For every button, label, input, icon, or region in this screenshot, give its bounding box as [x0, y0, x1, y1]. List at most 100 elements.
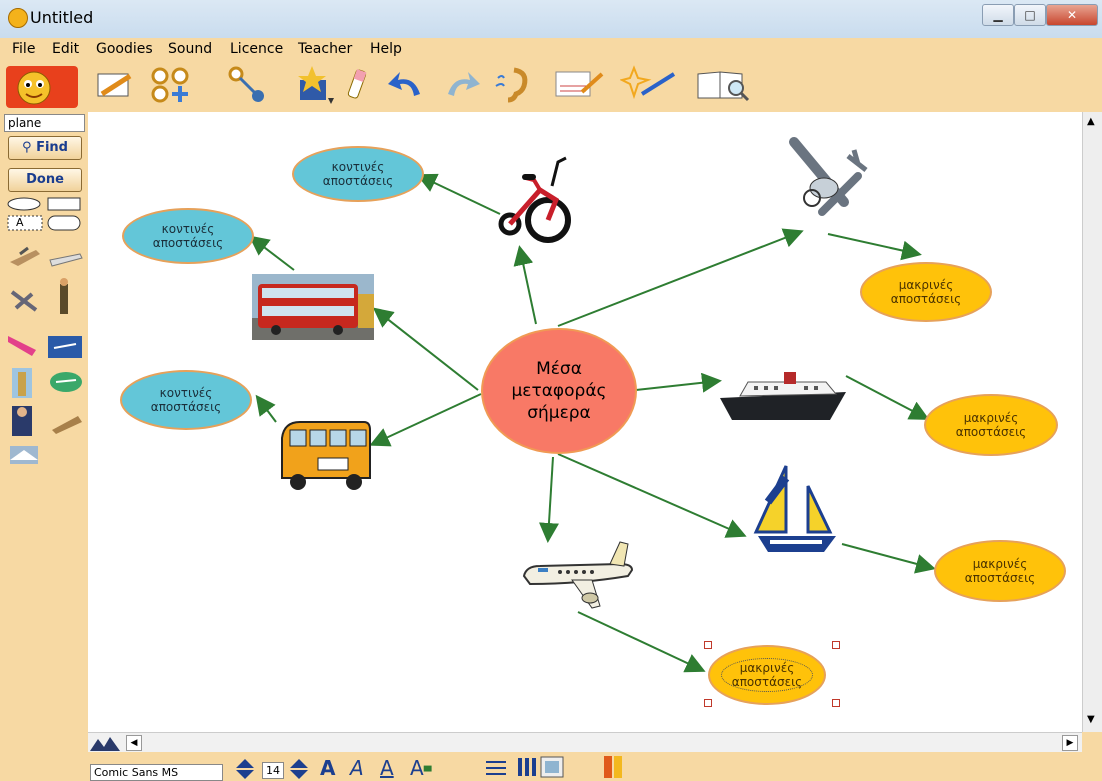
- symbols-box-icon[interactable]: [292, 64, 336, 106]
- grid-view-icon[interactable]: [540, 756, 564, 778]
- handle-bottom-right[interactable]: [832, 699, 840, 707]
- selection-handles[interactable]: [704, 641, 840, 707]
- school-bus-image[interactable]: [278, 418, 374, 492]
- far-distance-node-4[interactable]: μακρινές αποστάσεις: [708, 645, 826, 705]
- propeller-plane-image[interactable]: [788, 136, 872, 232]
- link-center-ship: [635, 372, 722, 393]
- thumb-jet-photo-icon: [48, 336, 82, 358]
- undo-icon[interactable]: [384, 64, 428, 106]
- sailboat-image[interactable]: [750, 462, 840, 554]
- menu-sound[interactable]: Sound: [168, 41, 213, 57]
- thumb-tower-icon: [12, 368, 32, 398]
- add-node-icon[interactable]: [148, 64, 192, 106]
- toolbar: [0, 60, 1102, 113]
- handle-bottom-left[interactable]: [704, 699, 712, 707]
- near-distance-node-2[interactable]: κοντινές αποστάσεις: [122, 208, 254, 264]
- shape-palette[interactable]: [6, 196, 84, 232]
- close-button[interactable]: ✕: [1046, 4, 1098, 26]
- scroll-left-icon[interactable]: ◀: [126, 735, 142, 751]
- link-ship-far: [845, 375, 930, 420]
- link-propplane-far: [827, 233, 922, 261]
- link-sailboat-far: [841, 543, 936, 574]
- link-center-propplane: [557, 228, 804, 327]
- scroll-right-icon[interactable]: ▶: [1062, 735, 1078, 751]
- thumb-plane-3-icon: [10, 290, 38, 312]
- central-topic-node[interactable]: Μέσα μεταφοράς σήμερα: [481, 328, 637, 454]
- cruise-ship-image[interactable]: [718, 368, 848, 424]
- text-color-icon[interactable]: A▀: [410, 756, 432, 780]
- link-center-sailboat: [557, 453, 747, 538]
- draw-pencil-icon[interactable]: [92, 64, 136, 106]
- maximize-button[interactable]: □: [1014, 4, 1046, 26]
- double-decker-bus-photo[interactable]: [252, 274, 374, 340]
- near-distance-node-3[interactable]: κοντινές αποστάσεις: [120, 370, 252, 430]
- symbol-search-input[interactable]: plane: [4, 114, 85, 132]
- magnifier-icon: ⚲: [22, 140, 32, 155]
- link-center-tricycle: [513, 245, 537, 325]
- window-title: Untitled: [30, 8, 94, 27]
- thumb-plane-1-icon: [10, 246, 40, 266]
- text-shape-label: A: [16, 216, 24, 229]
- link-center-schoolbus: [369, 393, 482, 447]
- link-center-bus: [372, 307, 479, 391]
- font-size-field[interactable]: 14: [262, 762, 284, 779]
- symbol-thumbnails[interactable]: [6, 240, 86, 470]
- mascot-icon[interactable]: [4, 64, 80, 108]
- handle-top-right[interactable]: [832, 641, 840, 649]
- color-swatch-icon[interactable]: [602, 754, 626, 780]
- menu-goodies[interactable]: Goodies: [96, 41, 153, 57]
- menu-file[interactable]: File: [12, 41, 36, 57]
- eraser-icon[interactable]: [344, 64, 374, 106]
- done-button[interactable]: Done: [8, 168, 82, 192]
- thumb-plane-2-icon: [49, 253, 83, 267]
- font-name-field[interactable]: Comic Sans MS: [90, 764, 223, 781]
- thumb-wing-icon: [8, 336, 36, 356]
- app-icon: [8, 8, 28, 28]
- magic-wand-icon[interactable]: [619, 64, 678, 106]
- menu-help[interactable]: Help: [370, 41, 402, 57]
- thumb-person-icon: [60, 278, 68, 314]
- far-distance-node-1[interactable]: μακρινές αποστάσεις: [860, 262, 992, 322]
- horizontal-scrollbar[interactable]: ◀ ▶: [88, 732, 1082, 753]
- find-button[interactable]: ⚲ Find: [8, 136, 82, 160]
- scroll-down-icon[interactable]: ▼: [1087, 714, 1095, 725]
- format-bar: Comic Sans MS 14 A A A A▀: [88, 752, 1102, 781]
- font-size-stepper-icon[interactable]: [234, 758, 256, 780]
- far-distance-node-2[interactable]: μακρινές αποστάσεις: [924, 394, 1058, 456]
- menu-teacher[interactable]: Teacher: [298, 41, 353, 57]
- redo-icon[interactable]: [440, 64, 484, 106]
- near-distance-node-1[interactable]: κοντινές αποστάσεις: [292, 146, 424, 202]
- link-bus-near: [248, 235, 295, 271]
- menu-edit[interactable]: Edit: [52, 41, 80, 57]
- link-airliner-far: [577, 611, 706, 673]
- columns-icon[interactable]: [516, 756, 536, 778]
- vertical-scrollbar[interactable]: ▲ ▼: [1082, 112, 1102, 732]
- mind-map-canvas[interactable]: Μέσα μεταφοράς σήμερα κοντινές αποστάσει…: [88, 112, 1082, 732]
- symbol-sidebar: plane ⚲ Find Done A: [0, 112, 89, 780]
- title-bar: Untitled ▁ □ ✕: [0, 0, 1102, 39]
- size-adjust-icon[interactable]: [288, 758, 310, 780]
- zoom-mountains-icon[interactable]: [90, 735, 122, 751]
- underline-icon[interactable]: A: [380, 756, 394, 780]
- thumb-pilot-icon: [12, 406, 32, 436]
- menu-bar: File Edit Goodies Sound Licence Teacher …: [0, 38, 1102, 60]
- minimize-button[interactable]: ▁: [982, 4, 1014, 26]
- link-icon[interactable]: [226, 64, 270, 106]
- link-tricycle-near: [416, 173, 501, 215]
- mind-map-links: [248, 173, 936, 673]
- airliner-image[interactable]: [520, 540, 636, 612]
- book-search-icon[interactable]: [694, 64, 752, 106]
- thumb-plane-4-icon: [52, 416, 82, 434]
- italic-icon[interactable]: A: [350, 756, 364, 780]
- link-center-airliner: [538, 456, 559, 543]
- scroll-up-icon[interactable]: ▲: [1087, 116, 1095, 127]
- name-label-icon[interactable]: [552, 64, 606, 106]
- menu-licence[interactable]: Licence: [230, 41, 284, 57]
- bold-icon[interactable]: A: [320, 756, 336, 780]
- thumb-snow-photo-icon: [10, 446, 38, 464]
- handle-top-left[interactable]: [704, 641, 712, 649]
- far-distance-node-3[interactable]: μακρινές αποστάσεις: [934, 540, 1066, 602]
- sound-ear-icon[interactable]: [494, 64, 530, 106]
- align-icon[interactable]: [484, 758, 508, 778]
- tricycle-image[interactable]: [496, 156, 576, 246]
